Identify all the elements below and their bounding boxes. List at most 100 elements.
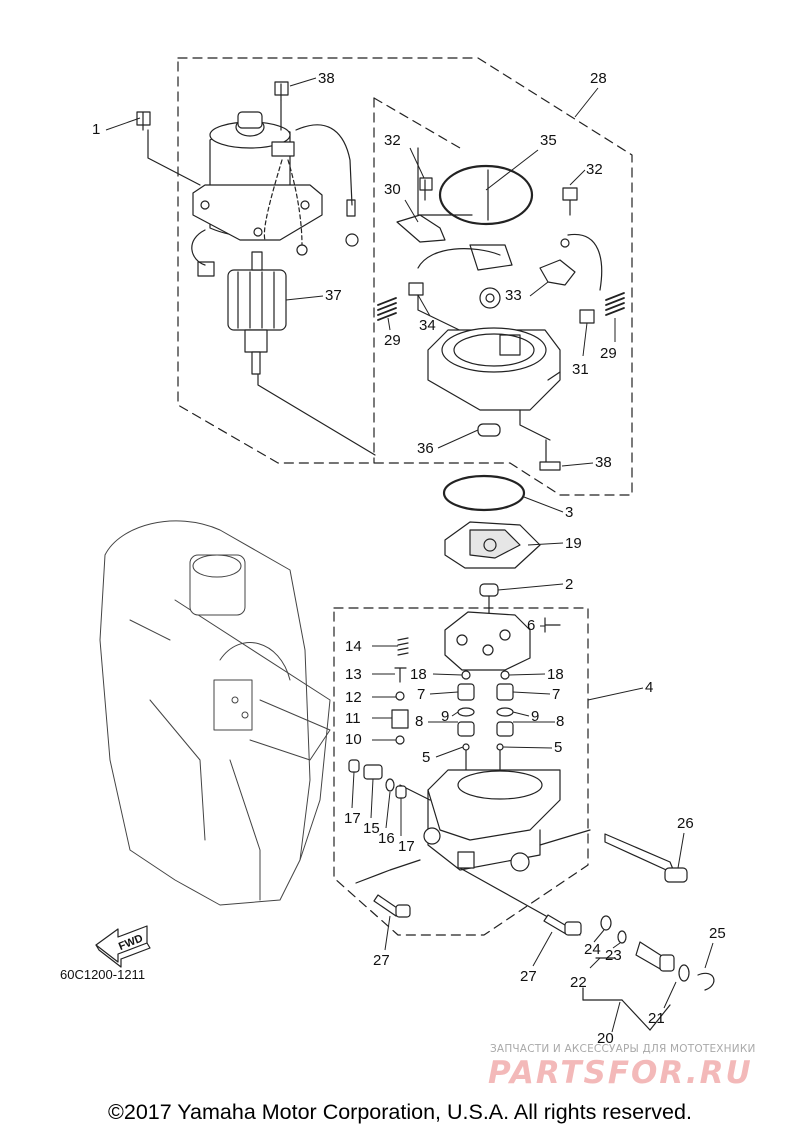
- leader-line-3: [524, 497, 563, 512]
- callout-27: 27: [520, 968, 537, 985]
- leader-line-31: [583, 323, 587, 356]
- callout-19: 19: [565, 535, 582, 552]
- callout-20: 20: [597, 1030, 614, 1047]
- callout-29: 29: [384, 332, 401, 349]
- callout-13: 13: [345, 666, 362, 683]
- callout-leaders: [106, 78, 713, 1032]
- callout-17: 17: [398, 838, 415, 855]
- leader-line-17: [352, 772, 354, 808]
- trim-motor: [137, 82, 358, 276]
- callout-1: 1: [92, 121, 100, 138]
- callout-37: 37: [325, 287, 342, 304]
- leader-line-33: [530, 282, 548, 296]
- callout-33: 33: [505, 287, 522, 304]
- callout-38: 38: [318, 70, 335, 87]
- callout-28: 28: [590, 70, 607, 87]
- callout-22: 22: [570, 974, 587, 991]
- callout-16: 16: [378, 830, 395, 847]
- callout-5: 5: [422, 749, 430, 766]
- callout-17: 17: [344, 810, 361, 827]
- callout-24: 24: [584, 941, 601, 958]
- leader-line-30: [405, 200, 418, 222]
- leader-line-19: [528, 543, 563, 545]
- bolt-27-left: [356, 860, 420, 917]
- leader-line-4: [588, 688, 643, 700]
- watermark-logo: PARTSFOR.RU: [488, 1055, 753, 1091]
- callout-11: 11: [345, 710, 361, 727]
- callout-6: 6: [527, 617, 535, 634]
- callout-8: 8: [556, 713, 564, 730]
- leader-line-15: [371, 779, 373, 818]
- callout-26: 26: [677, 815, 694, 832]
- callout-35: 35: [540, 132, 557, 149]
- o-ring-3: [444, 476, 524, 510]
- leader-line-32: [410, 148, 424, 178]
- callout-2: 2: [565, 576, 573, 593]
- callout-31: 31: [572, 361, 589, 378]
- diagram-reference-code: 60C1200-1211: [60, 967, 146, 982]
- callout-38: 38: [595, 454, 612, 471]
- callout-25: 25: [709, 925, 726, 942]
- group-outline-4: [334, 608, 588, 935]
- manual-valve-parts: [583, 916, 714, 1030]
- watermark-tagline: ЗАПЧАСТИ И АКСЕССУАРЫ ДЛЯ МОТОТЕХНИКИ: [490, 1043, 756, 1055]
- leader-line-37: [286, 296, 323, 300]
- leader-line-35: [486, 150, 538, 190]
- leader-line-25: [705, 943, 713, 968]
- leader-line-29: [388, 318, 390, 330]
- leader-line-9: [452, 712, 458, 716]
- leader-line-20: [612, 1002, 620, 1032]
- leader-line-5: [503, 747, 552, 748]
- motor-end-housing: [428, 328, 560, 470]
- callout-10: 10: [345, 731, 362, 748]
- brush-holder-parts: [378, 148, 624, 340]
- callout-8: 8: [415, 713, 423, 730]
- armature: [228, 252, 375, 455]
- leader-line-28: [575, 88, 598, 117]
- leader-line-21: [664, 982, 676, 1008]
- leader-line-24: [594, 930, 604, 942]
- pump-body: [400, 770, 580, 935]
- callout-34: 34: [419, 317, 436, 334]
- callout-7: 7: [552, 686, 560, 703]
- gear-plate-19: [445, 522, 540, 568]
- bolt-27-right: [544, 915, 581, 935]
- group-outline-28: [178, 58, 632, 495]
- callout-3: 3: [565, 504, 573, 521]
- plugs-15-16-17: [349, 760, 406, 798]
- leader-line-27: [533, 932, 552, 966]
- ghosted-tilt-trim-unit: [100, 521, 330, 905]
- leader-line-23: [613, 943, 620, 948]
- fwd-direction-icon: [96, 926, 150, 967]
- callout-32: 32: [384, 132, 401, 149]
- callout-4: 4: [645, 679, 653, 696]
- leader-line-22: [590, 958, 600, 968]
- leader-line-1: [106, 118, 140, 130]
- callout-9: 9: [531, 708, 539, 725]
- callout-5: 5: [554, 739, 562, 756]
- copyright-notice: ©2017 Yamaha Motor Corporation, U.S.A. A…: [108, 1100, 692, 1124]
- leader-line-5: [436, 747, 463, 757]
- leader-line-16: [386, 792, 390, 828]
- leader-line-38: [290, 78, 316, 86]
- leader-line-18: [509, 674, 545, 675]
- callout-18: 18: [410, 666, 427, 683]
- leader-line-36: [438, 430, 478, 448]
- leader-line-7: [513, 692, 550, 694]
- leader-line-27: [385, 916, 390, 950]
- callout-30: 30: [384, 181, 401, 198]
- callout-18: 18: [547, 666, 564, 683]
- callout-12: 12: [345, 689, 362, 706]
- valve-small-parts-left: [392, 638, 408, 744]
- callout-23: 23: [605, 947, 622, 964]
- leader-line-32: [570, 170, 585, 185]
- leader-line-38: [562, 463, 593, 466]
- leader-line-2: [498, 584, 563, 590]
- callout-7: 7: [417, 686, 425, 703]
- callout-9: 9: [441, 708, 449, 725]
- callout-21: 21: [648, 1010, 665, 1027]
- valve-plate: [445, 612, 560, 670]
